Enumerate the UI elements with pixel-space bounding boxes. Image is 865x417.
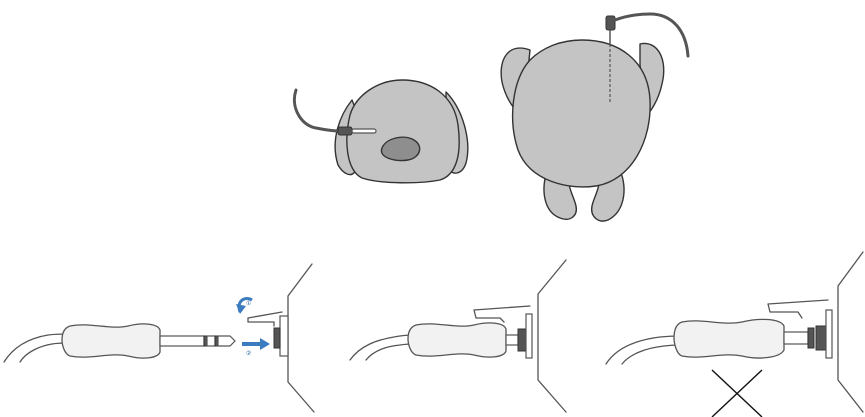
- probe-cable-side: [293, 88, 342, 133]
- incorrect-cross-icon: [711, 369, 763, 417]
- socket-body-3: [815, 325, 827, 351]
- socket-plate-2: [525, 313, 533, 359]
- cable-wire-1: [3, 333, 69, 363]
- plug-incorrect: [605, 251, 864, 417]
- push-arrowhead-icon: [260, 338, 270, 350]
- step-marker-2: ②: [246, 350, 251, 357]
- plug-tip-1: [217, 335, 236, 347]
- probe-grip-1: [61, 323, 161, 359]
- probe-cable-top: [613, 12, 690, 58]
- plug-inserted-correct: [349, 259, 567, 413]
- plug-sleeve-1: [206, 335, 216, 347]
- device-panel-1: [287, 263, 315, 413]
- cable-wire-1b: [19, 342, 69, 363]
- probe-handle-side: [337, 126, 353, 136]
- rotate-arrowhead-icon: [236, 304, 246, 314]
- socket-body-3a: [807, 327, 815, 349]
- plug-insert-step: ① ②: [3, 263, 315, 413]
- socket-lever-1: [247, 311, 283, 327]
- socket-body-1: [273, 327, 281, 349]
- plug-shaft-1: [159, 335, 205, 347]
- plug-shaft-2: [505, 334, 519, 346]
- step-marker-1: ①: [246, 300, 251, 307]
- chicken-side-view: [293, 79, 469, 184]
- socket-body-2: [517, 328, 527, 352]
- chicken-top-body: [512, 39, 651, 188]
- probe-grip-3: [673, 318, 785, 359]
- socket-lever-2: [473, 305, 531, 323]
- probe-needle-side: [351, 128, 377, 134]
- probe-grip-2: [407, 322, 507, 358]
- socket-lever-3: [767, 299, 829, 319]
- device-panel-2: [537, 259, 567, 413]
- cable-wire-3b: [621, 344, 681, 365]
- probe-handle-top: [605, 15, 616, 31]
- chicken-top-view: [500, 12, 690, 222]
- socket-plate-1: [279, 315, 289, 357]
- plug-shaft-3: [783, 331, 809, 345]
- cable-wire-2b: [365, 343, 415, 361]
- chicken-cavity: [380, 136, 421, 162]
- device-panel-3: [837, 251, 864, 413]
- chicken-side-body: [346, 79, 460, 184]
- socket-plate-3: [825, 309, 833, 359]
- cable-wire-2: [349, 334, 415, 361]
